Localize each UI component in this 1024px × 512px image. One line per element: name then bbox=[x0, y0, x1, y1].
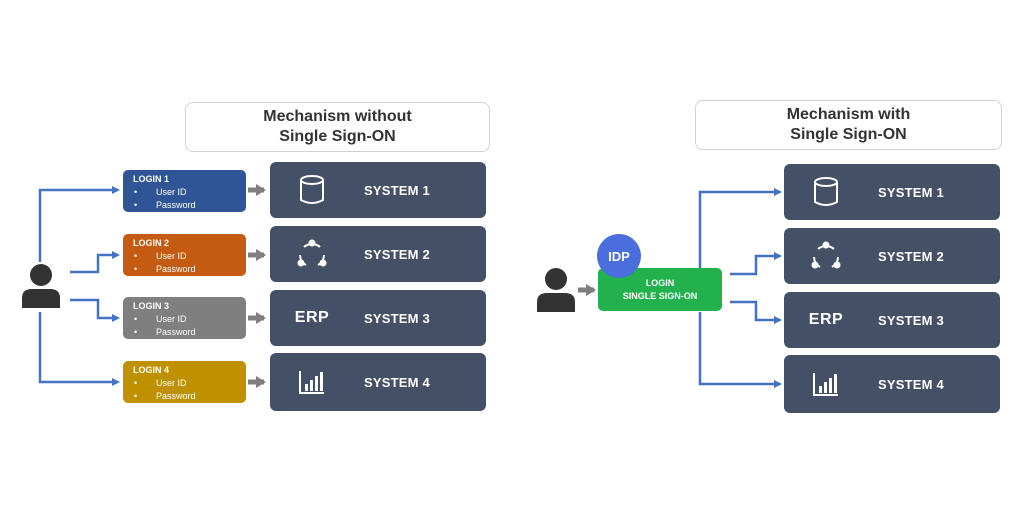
login-title: LOGIN 2 bbox=[133, 238, 170, 248]
idp-label: IDP bbox=[608, 248, 630, 264]
bar-chart-icon bbox=[296, 353, 328, 411]
left-title-line1: Mechanism without bbox=[263, 108, 412, 125]
login-field-user-id: User ID bbox=[156, 378, 187, 388]
login-title: LOGIN 3 bbox=[133, 301, 170, 311]
login-field-user-id: User ID bbox=[156, 187, 187, 197]
idp-badge: IDP bbox=[597, 234, 641, 278]
login-box-2[interactable]: LOGIN 2 •User ID •Password bbox=[123, 234, 246, 276]
right-system-2[interactable]: SYSTEM 2 bbox=[784, 228, 1000, 284]
database-icon bbox=[810, 164, 842, 220]
login-title: LOGIN 4 bbox=[133, 365, 170, 375]
left-system-3[interactable]: ERP SYSTEM 3 bbox=[270, 290, 486, 346]
system-label: SYSTEM 3 bbox=[878, 312, 944, 328]
login-field-password: Password bbox=[156, 391, 196, 401]
right-system-3[interactable]: ERP SYSTEM 3 bbox=[784, 292, 1000, 348]
right-title-line2: Single Sign-ON bbox=[790, 126, 907, 143]
system-label: SYSTEM 1 bbox=[364, 182, 430, 198]
system-label: SYSTEM 4 bbox=[878, 376, 944, 392]
network-icon bbox=[810, 228, 842, 284]
sso-login-label: LOGIN bbox=[645, 277, 675, 288]
right-system-1[interactable]: SYSTEM 1 bbox=[784, 164, 1000, 220]
left-login-to-system-arrows bbox=[248, 184, 266, 388]
right-system-4[interactable]: SYSTEM 4 bbox=[784, 355, 1000, 413]
left-title-line2: Single Sign-ON bbox=[279, 128, 396, 145]
login-field-password: Password bbox=[156, 200, 196, 210]
system-label: SYSTEM 2 bbox=[878, 248, 944, 264]
login-field-password: Password bbox=[156, 264, 196, 274]
user-icon bbox=[22, 264, 60, 308]
left-user-connectors bbox=[38, 186, 120, 386]
left-system-1[interactable]: SYSTEM 1 bbox=[270, 162, 486, 218]
network-icon bbox=[296, 226, 328, 282]
right-sso-connectors bbox=[698, 188, 782, 388]
left-title-box: Mechanism without Single Sign-ON bbox=[185, 102, 490, 152]
login-box-3[interactable]: LOGIN 3 •User ID •Password bbox=[123, 297, 246, 339]
bar-chart-icon bbox=[810, 355, 842, 413]
database-icon bbox=[296, 162, 328, 218]
login-field-password: Password bbox=[156, 327, 196, 337]
user-icon bbox=[537, 268, 575, 312]
right-title-line1: Mechanism with bbox=[786, 106, 911, 123]
left-system-2[interactable]: SYSTEM 2 bbox=[270, 226, 486, 282]
system-label: SYSTEM 2 bbox=[364, 246, 430, 262]
system-label: SYSTEM 4 bbox=[364, 374, 430, 390]
erp-icon: ERP bbox=[808, 311, 844, 328]
login-box-1[interactable]: LOGIN 1 •User ID •Password bbox=[123, 170, 246, 212]
system-label: SYSTEM 1 bbox=[878, 184, 944, 200]
left-system-4[interactable]: SYSTEM 4 bbox=[270, 353, 486, 411]
erp-icon: ERP bbox=[294, 309, 330, 326]
right-title-box: Mechanism with Single Sign-ON bbox=[695, 100, 1002, 150]
login-field-user-id: User ID bbox=[156, 251, 187, 261]
login-title: LOGIN 1 bbox=[133, 174, 170, 184]
login-box-4[interactable]: LOGIN 4 •User ID •Password bbox=[123, 361, 246, 403]
sso-single-sign-on-label: SINGLE SIGN-ON bbox=[622, 290, 698, 301]
login-field-user-id: User ID bbox=[156, 314, 187, 324]
system-label: SYSTEM 3 bbox=[364, 310, 430, 326]
